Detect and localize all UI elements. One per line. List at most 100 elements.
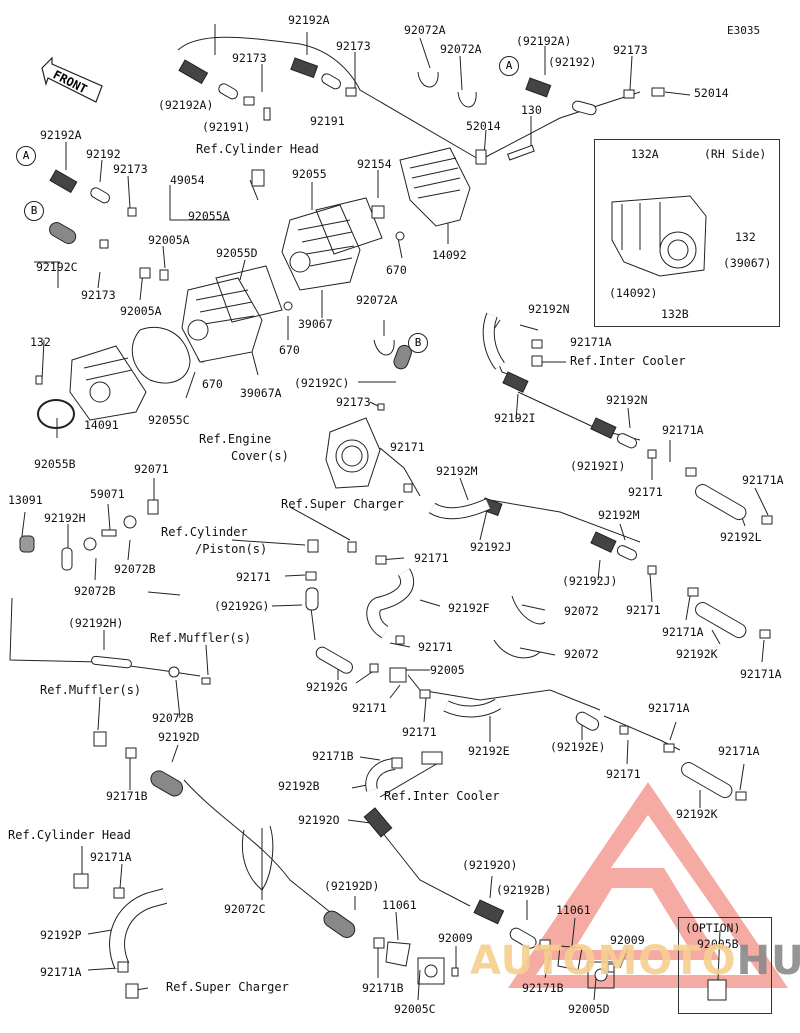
part-label: 92005A — [120, 304, 162, 318]
part-label: 92072A — [440, 42, 482, 56]
ref-label: /Piston(s) — [195, 542, 268, 556]
ref-label: Ref.Muffler(s) — [40, 683, 142, 697]
spring-92192A — [178, 59, 209, 85]
part-label: 92005C — [394, 1002, 436, 1016]
part-label: 92055C — [148, 413, 190, 427]
part-label: 92192M — [436, 464, 478, 478]
ref-label: Ref.Muffler(s) — [150, 631, 252, 645]
part-label: 92192N — [606, 393, 648, 407]
part-label: 92171A — [662, 625, 704, 639]
part-label: (92192H) — [68, 616, 124, 630]
part-label: 92005B — [697, 937, 739, 951]
part-label: 92171A — [742, 473, 784, 487]
parts — [19, 57, 773, 1001]
part-label: 39067A — [240, 386, 282, 400]
part-label: 92171 — [606, 767, 641, 781]
part-label: 92173 — [336, 39, 371, 53]
part-label: 92072B — [114, 562, 156, 576]
part-label: (92192C) — [294, 376, 350, 390]
part-label: 92192C — [36, 260, 78, 274]
part-label: 92173 — [336, 395, 371, 409]
part-label: 92173 — [232, 51, 267, 65]
part-label: (92192B) — [496, 883, 552, 897]
part-label: (14092) — [609, 286, 658, 300]
part-label: (92192D) — [324, 879, 380, 893]
part-label: 14091 — [84, 418, 119, 432]
ref-label: Cover(s) — [231, 449, 289, 463]
part-label: 92173 — [81, 288, 116, 302]
part-label: 92191 — [310, 114, 345, 128]
part-label: 92171 — [352, 701, 387, 715]
housing-39067 — [281, 204, 361, 291]
front-arrow-indicator: FRONT — [40, 56, 104, 112]
rh-side-title: (RH Side) — [704, 147, 767, 161]
part-label: 92171 — [626, 603, 661, 617]
part-label: 11061 — [556, 903, 591, 917]
part-label: 132 — [30, 335, 51, 349]
diagram-code: E3035 — [727, 24, 761, 37]
option-title: (OPTION) — [685, 921, 741, 935]
part-label: 92192E — [468, 744, 510, 758]
part-label: 92192K — [676, 647, 718, 661]
part-label: 92055B — [34, 457, 76, 471]
part-label: (92192A) — [516, 34, 572, 48]
part-label: 92005A — [148, 233, 190, 247]
part-label: 13091 — [8, 493, 43, 507]
callout-b-left: B — [24, 201, 44, 221]
part-label: 92171 — [236, 570, 271, 584]
part-label: 39067 — [298, 317, 333, 331]
part-label: 92009 — [610, 933, 645, 947]
part-label: 92171A — [40, 965, 82, 979]
part-label: 92171A — [570, 335, 612, 349]
part-label: 92192A — [40, 128, 82, 142]
engine-cover-ring — [325, 417, 381, 489]
part-label: 92072B — [152, 711, 194, 725]
part-label: 92192H — [44, 511, 86, 525]
part-label: 92005D — [568, 1002, 610, 1016]
watermark-logo — [508, 782, 788, 988]
part-label: 92171B — [312, 749, 354, 763]
rh-side-cover — [611, 195, 707, 277]
part-label: 92171 — [390, 440, 425, 454]
ref-label: Ref.Engine — [199, 432, 272, 446]
part-label: 670 — [202, 377, 223, 391]
part-label: 670 — [386, 263, 407, 277]
part-label: 49054 — [170, 173, 205, 187]
part-label: (92192) — [548, 55, 597, 69]
rh-side-inset: (RH Side) 132A 132 (39067) (14092) 132B — [594, 139, 780, 327]
part-label: 92055A — [188, 209, 230, 223]
part-label: 92171A — [662, 423, 704, 437]
part-label: 92192O — [298, 813, 340, 827]
callout-b-mid: B — [408, 333, 428, 353]
option-inset: (OPTION) 92005B — [678, 917, 772, 1014]
part-label: 92171A — [648, 701, 690, 715]
part-label: 92192F — [448, 601, 490, 615]
cover-14092 — [399, 147, 471, 227]
part-label: 92171B — [362, 981, 404, 995]
part-label: 92173 — [113, 162, 148, 176]
part-label: 14092 — [432, 248, 467, 262]
part-label: 92192I — [494, 411, 536, 425]
ref-label: Ref.Super Charger — [166, 980, 289, 994]
part-label: 92192K — [676, 807, 718, 821]
part-label: 92192L — [720, 530, 762, 544]
part-label: 132B — [661, 307, 689, 321]
part-label: 92055D — [216, 246, 258, 260]
ref-label: Ref.Inter Cooler — [570, 354, 686, 368]
part-label: 92192G — [306, 680, 348, 694]
ref-label: Ref.Cylinder Head — [8, 828, 131, 842]
watermark-left: AUTOMOTO — [470, 938, 737, 984]
part-label: 92192P — [40, 928, 82, 942]
watermark-text: AUTOMOTOHUB — [470, 938, 800, 984]
part-label: (92192O) — [462, 858, 518, 872]
ref-label: Ref.Cylinder — [161, 525, 248, 539]
part-label: 52014 — [694, 86, 729, 100]
part-label: 92192D — [158, 730, 200, 744]
part-label: 92154 — [357, 157, 392, 171]
part-label: (92192I) — [570, 459, 626, 473]
ref-label: Ref.Cylinder Head — [196, 142, 319, 156]
part-label: 92072A — [356, 293, 398, 307]
part-label: 92171 — [418, 640, 453, 654]
part-label: 92072A — [404, 23, 446, 37]
